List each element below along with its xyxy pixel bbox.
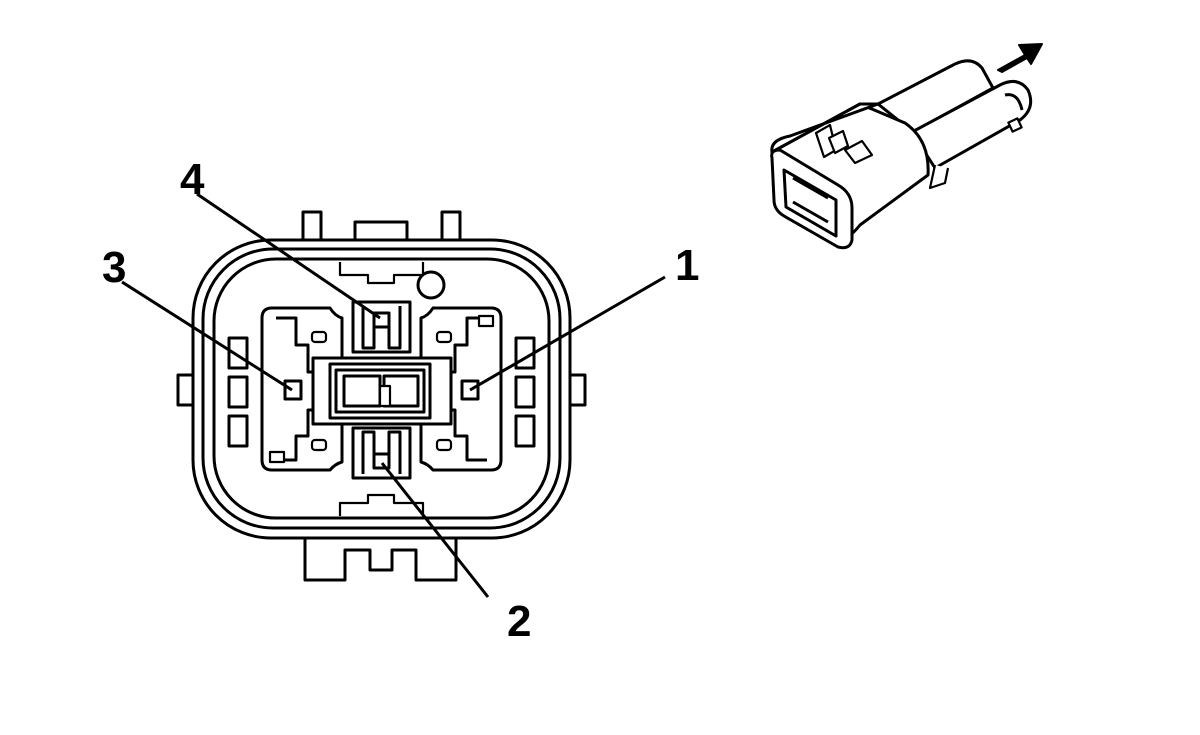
callout-1: 1 xyxy=(675,241,699,290)
cavity-bottom xyxy=(351,426,412,480)
bottom-key-notch xyxy=(338,493,425,516)
slot-right-3 xyxy=(514,414,536,448)
slot-right-2 xyxy=(514,375,536,409)
callout-2: 2 xyxy=(507,597,531,646)
callout-3: 3 xyxy=(102,243,126,292)
connector-isometric-icon xyxy=(770,43,1043,250)
leader-line-3 xyxy=(121,280,293,392)
slot-left-1 xyxy=(227,336,249,370)
cavity-top xyxy=(351,300,412,354)
bottom-lock-tab xyxy=(303,526,458,582)
slot-left-2 xyxy=(227,375,249,409)
arrow-right-up-icon xyxy=(997,43,1043,73)
callout-4: 4 xyxy=(180,155,205,204)
leader-line-1 xyxy=(469,275,666,392)
housing-rim xyxy=(201,247,562,530)
housing-inner xyxy=(212,257,551,520)
terminal-pin-2 xyxy=(372,452,391,470)
connector-front-view: 4 3 1 2 xyxy=(102,155,699,646)
top-key-notch xyxy=(338,262,425,285)
slot-left-3 xyxy=(227,414,249,448)
leader-line-2 xyxy=(380,462,490,598)
polarity-mark-icon xyxy=(416,270,446,300)
leader-line-4 xyxy=(196,192,381,320)
terminal-pin-3 xyxy=(283,379,303,401)
center-latch xyxy=(311,356,453,426)
